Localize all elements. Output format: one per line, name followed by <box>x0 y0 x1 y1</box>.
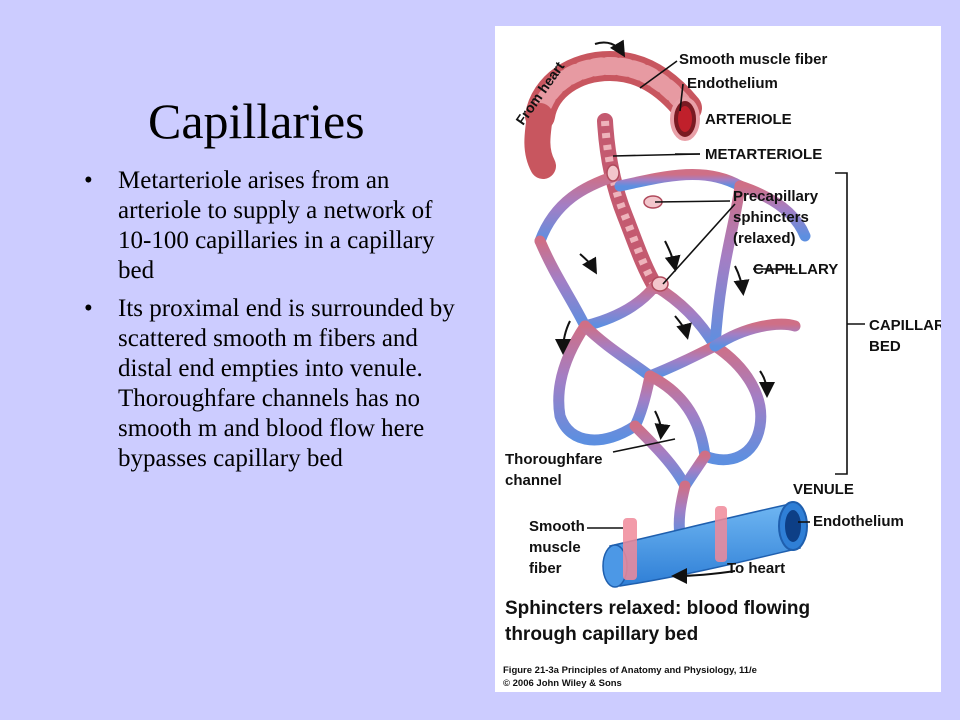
label-venule: VENULE <box>793 481 854 498</box>
label-capillary-bed-2: BED <box>869 338 901 355</box>
figure-caption-line2: through capillary bed <box>505 624 698 645</box>
label-endothelium-top: Endothelium <box>687 75 778 92</box>
label-capillary: CAPILLARY <box>753 261 838 278</box>
bullet-item: Its proximal end is surrounded by scatte… <box>84 294 464 474</box>
label-capillary-bed-1: CAPILLARY <box>869 317 941 334</box>
arteriole-vessel <box>524 50 702 179</box>
flow-arrows <box>555 39 775 584</box>
figure-credit-line1: Figure 21-3a Principles of Anatomy and P… <box>503 665 757 676</box>
capillary-diagram: From heart Smooth muscle fiber Endotheli… <box>503 39 941 689</box>
bullet-item: Metarteriole arises from an arteriole to… <box>84 166 464 286</box>
capillary-network <box>534 168 811 542</box>
label-smooth-2: muscle <box>529 539 581 556</box>
precapillary-sphincters <box>606 164 669 292</box>
label-precapillary-3: (relaxed) <box>733 230 796 247</box>
capillary-bed-figure: From heart Smooth muscle fiber Endotheli… <box>495 26 941 692</box>
label-precapillary-1: Precapillary <box>733 188 819 205</box>
label-smooth-muscle-fiber: Smooth muscle fiber <box>679 51 828 68</box>
label-endothelium-bottom: Endothelium <box>813 513 904 530</box>
label-to-heart: To heart <box>727 560 785 577</box>
venule-vessel <box>602 501 808 588</box>
label-metarteriole: METARTERIOLE <box>705 146 822 163</box>
label-thoroughfare-1: Thoroughfare <box>505 451 603 468</box>
label-arteriole: ARTERIOLE <box>705 111 792 128</box>
figure-credit-line2: © 2006 John Wiley & Sons <box>503 678 622 689</box>
slide-title: Capillaries <box>148 93 365 149</box>
figure-caption-line1: Sphincters relaxed: blood flowing <box>505 598 810 619</box>
bullet-list: Metarteriole arises from an arteriole to… <box>84 166 464 482</box>
leader-lines <box>587 60 865 529</box>
label-thoroughfare-2: channel <box>505 472 562 489</box>
label-smooth-3: fiber <box>529 560 562 577</box>
metarteriole-vessel <box>597 113 663 294</box>
label-smooth-1: Smooth <box>529 518 585 535</box>
label-precapillary-2: sphincters <box>733 209 809 226</box>
